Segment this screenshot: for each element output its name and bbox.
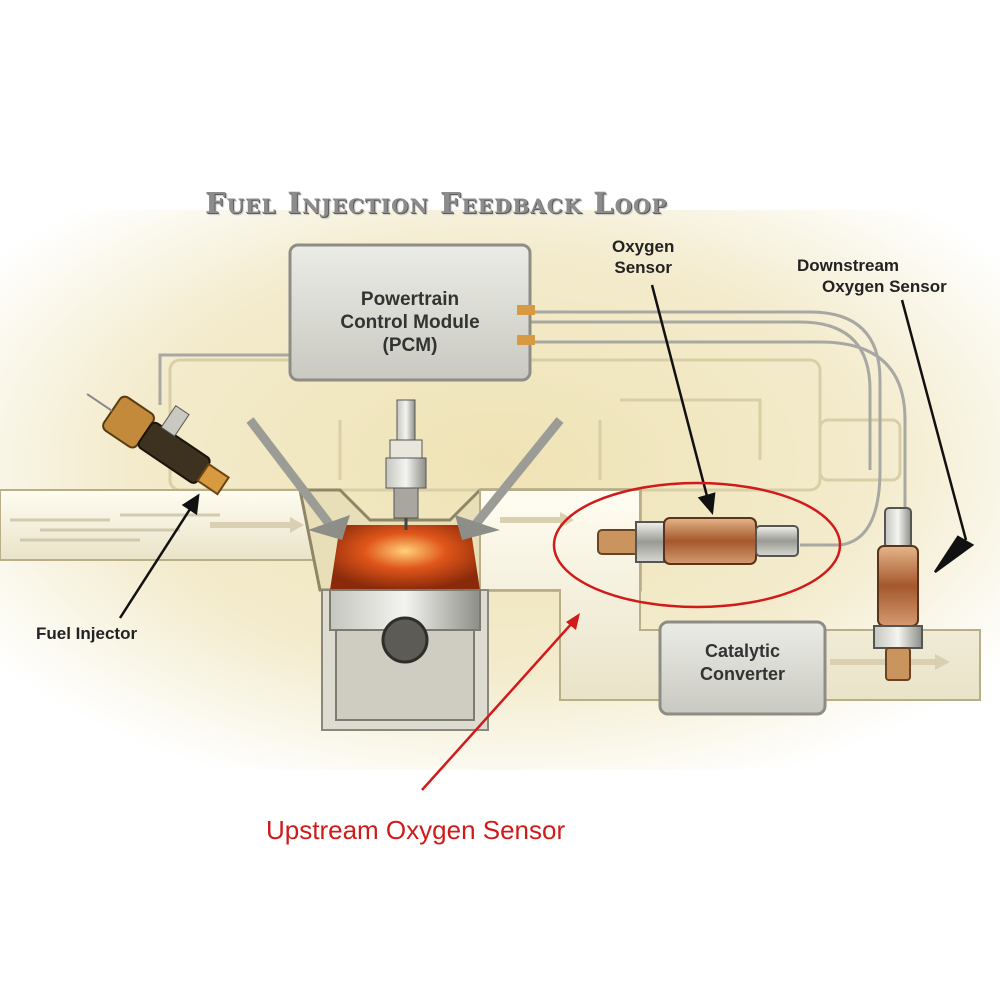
upstream-pointer-head (566, 613, 580, 630)
sensor-wires (158, 310, 907, 547)
upstream-pointer-line (421, 621, 574, 791)
tailpipe-arrowhead (935, 654, 950, 670)
upstream-oxygen-sensor-label: Upstream Oxygen Sensor (266, 815, 566, 845)
fuel-injector-label: Fuel Injector (36, 624, 138, 643)
downstream-label-line1: Downstream (797, 256, 900, 275)
pcm-label: Powertrain Control Module (PCM) (290, 288, 530, 357)
wrist-pin (381, 616, 429, 664)
intake-valve (246, 417, 350, 540)
oxygen-sensor-label-line1: Oxygen (612, 237, 675, 256)
catalytic-converter-label: Catalytic Converter (660, 640, 825, 686)
catalytic-converter-box (658, 620, 827, 716)
pcm-label-line2: Control Module (340, 312, 480, 333)
catalytic-label-line1: Catalytic (704, 641, 781, 661)
combustion-chamber (330, 525, 480, 590)
upstream-sensor-illustration (597, 517, 799, 565)
diagram-title: Fuel Injection Feedback Loop (205, 186, 668, 220)
upstream-highlight-ellipse (552, 481, 842, 609)
exhaust-valve (455, 417, 564, 540)
catalytic-label-line2: Converter (699, 664, 786, 684)
pcm-label-line3: (PCM) (382, 335, 438, 356)
pointer-arrows (118, 284, 975, 619)
downstream-sensor-illustration (873, 507, 923, 681)
oxygen-sensor-label-line2: Sensor (614, 258, 672, 277)
pcm-connector-2 (517, 335, 535, 345)
pcm-label-line1: Powertrain (360, 289, 460, 310)
intake-arrowhead (290, 517, 304, 533)
spark-plug (385, 399, 427, 530)
intake-flow (10, 513, 220, 542)
downstream-label-line2: Oxygen Sensor (822, 277, 947, 296)
pcm-connector-1 (517, 305, 535, 315)
oxygen-sensor-label: Oxygen Sensor (612, 236, 674, 278)
fuel-injector-illustration (86, 393, 231, 496)
downstream-sensor-label: Downstream Oxygen Sensor (797, 255, 947, 297)
